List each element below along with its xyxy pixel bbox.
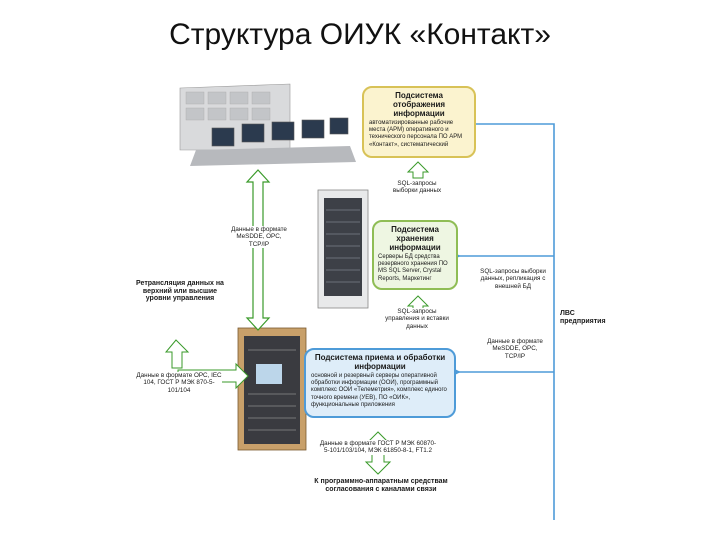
arrow-storage-to-display <box>406 161 430 179</box>
processing-subsystem-header: Подсистема приема и обработки информации <box>314 353 446 371</box>
retranslation-label: Ретрансляция данных на верхний или высши… <box>136 280 224 303</box>
display-subsystem-body: автоматизированные рабочие места (АРМ) о… <box>369 120 463 148</box>
bottom-caption: К программно-аппаратным средствам соглас… <box>314 478 448 493</box>
double-arrow-left <box>245 169 271 331</box>
storage-subsystem-header: Подсистема хранения информации <box>389 225 441 252</box>
processing-cabinet-illustration <box>237 327 307 451</box>
display-subsystem-header: Подсистема отображения информации <box>392 91 446 118</box>
lan-connectors <box>451 123 555 520</box>
storage-cabinet-illustration <box>317 189 369 309</box>
workstations-illustration <box>179 83 356 166</box>
left-data-label: Данные в формате MeSDDE, OPC, TCP/IP <box>228 226 290 248</box>
page-title: Структура ОИУК «Контакт» <box>169 18 551 51</box>
sql-write-label: SQL-запросы управления и вставки данных <box>380 308 454 330</box>
left-bottom-data-label: Данные в формате OPC, IEC 104, ГОСТ Р МЭ… <box>136 372 222 394</box>
bottom-data-label: Данные в формате ГОСТ Р МЭК 60870-5-101/… <box>318 440 438 455</box>
sql-read-label: SQL-запросы выборки данных <box>386 180 448 195</box>
processing-subsystem-body: основной и резервный серверы оперативной… <box>311 373 447 408</box>
right-sql-label: SQL-запросы выборки данных, репликация с… <box>478 268 548 290</box>
processing-subsystem-box: Подсистема приема и обработки информации… <box>304 348 456 418</box>
storage-subsystem-body: Серверы БД средства резервного хранения … <box>378 254 448 282</box>
lan-label: ЛВС предприятия <box>560 310 606 325</box>
display-subsystem-box: Подсистема отображения информации автома… <box>362 86 476 158</box>
storage-subsystem-box: Подсистема хранения информации Серверы Б… <box>372 220 458 290</box>
right-data-label: Данные в формате MeSDDE, OPC, TCP/IP <box>484 338 546 360</box>
